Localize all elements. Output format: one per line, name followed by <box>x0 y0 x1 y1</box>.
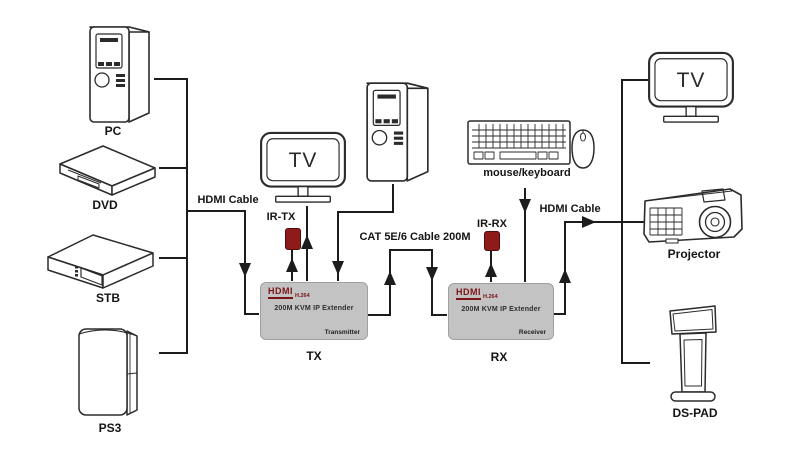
rx-extender-box: HDMI H.264 200M KVM IP Extender Receiver <box>448 283 554 340</box>
hdmi-cable-right-line <box>553 221 644 315</box>
ir-rx-label: IR-RX <box>477 218 507 230</box>
rx-product-name: 200M KVM IP Extender <box>461 306 541 313</box>
arrow-down-tower <box>332 261 344 275</box>
tv-middle-text: TV <box>288 149 318 172</box>
projector-label: Projector <box>667 247 721 261</box>
rx-label: RX <box>490 350 508 364</box>
mouse-keyboard-label: mouse/keyboard <box>483 167 571 179</box>
rx-role-label: Receiver <box>518 329 546 336</box>
hdmi-logo: HDMI <box>268 287 293 299</box>
hdmi-cable-left-line <box>187 210 259 315</box>
arrow-up-ir-rx <box>485 263 497 277</box>
stb-icon <box>45 226 157 292</box>
arrow-up-cat <box>384 271 396 285</box>
cat-cable-line <box>368 249 447 316</box>
arrow-right-right-hdmi <box>582 216 596 228</box>
tv-right-icon <box>646 50 736 126</box>
arrow-up-tv-middle <box>301 235 313 249</box>
arrow-down-cat <box>426 267 438 281</box>
ps3-console-icon <box>75 322 145 418</box>
tx-hdmi-logo-row: HDMI H.264 <box>268 287 360 299</box>
hdmi-cable-right-label: HDMI Cable <box>539 203 601 215</box>
ir-tx-emitter-icon <box>285 228 301 250</box>
tv-middle-icon <box>258 130 348 206</box>
mouse-icon <box>568 126 598 172</box>
tx-extender-box: HDMI H.264 200M KVM IP Extender Transmit… <box>260 282 368 340</box>
rx-hdmi-logo-row: HDMI H.264 <box>456 288 546 300</box>
tower-line <box>337 184 394 281</box>
wire-arrowheads <box>239 199 596 285</box>
arrow-down-keyboard <box>519 199 531 213</box>
tv-right-text: TV <box>676 69 706 92</box>
h264-codec-label: H.264 <box>483 294 498 300</box>
ir-tx-label: IR-TX <box>266 211 296 223</box>
tx-product-name: 200M KVM IP Extender <box>274 305 354 312</box>
ds-pad-label: DS-PAD <box>672 406 718 420</box>
projector-icon <box>640 184 744 248</box>
dvd-label: DVD <box>92 198 118 212</box>
hdmi-logo: HDMI <box>456 288 481 300</box>
tx-role-label: Transmitter <box>324 329 360 336</box>
arrow-down-left-hdmi <box>239 263 251 277</box>
keyboard-icon <box>466 118 574 168</box>
pc-label: PC <box>104 124 122 138</box>
ir-rx-emitter-icon <box>484 231 500 251</box>
pc-tower-icon <box>85 20 155 126</box>
stb-label: STB <box>96 291 120 305</box>
ps3-label: PS3 <box>98 421 122 435</box>
pc-tower-middle-icon <box>362 76 434 185</box>
h264-codec-label: H.264 <box>295 293 310 299</box>
hdmi-cable-left-label: HDMI Cable <box>197 194 259 206</box>
ds-pad-kiosk-icon <box>662 302 724 408</box>
arrow-up-ir-tx <box>286 258 298 272</box>
dvd-player-icon <box>55 140 160 198</box>
arrow-up-right-hdmi <box>559 269 571 283</box>
cat-cable-label: CAT 5E/6 Cable 200M <box>359 231 471 243</box>
tx-label: TX <box>306 349 322 363</box>
